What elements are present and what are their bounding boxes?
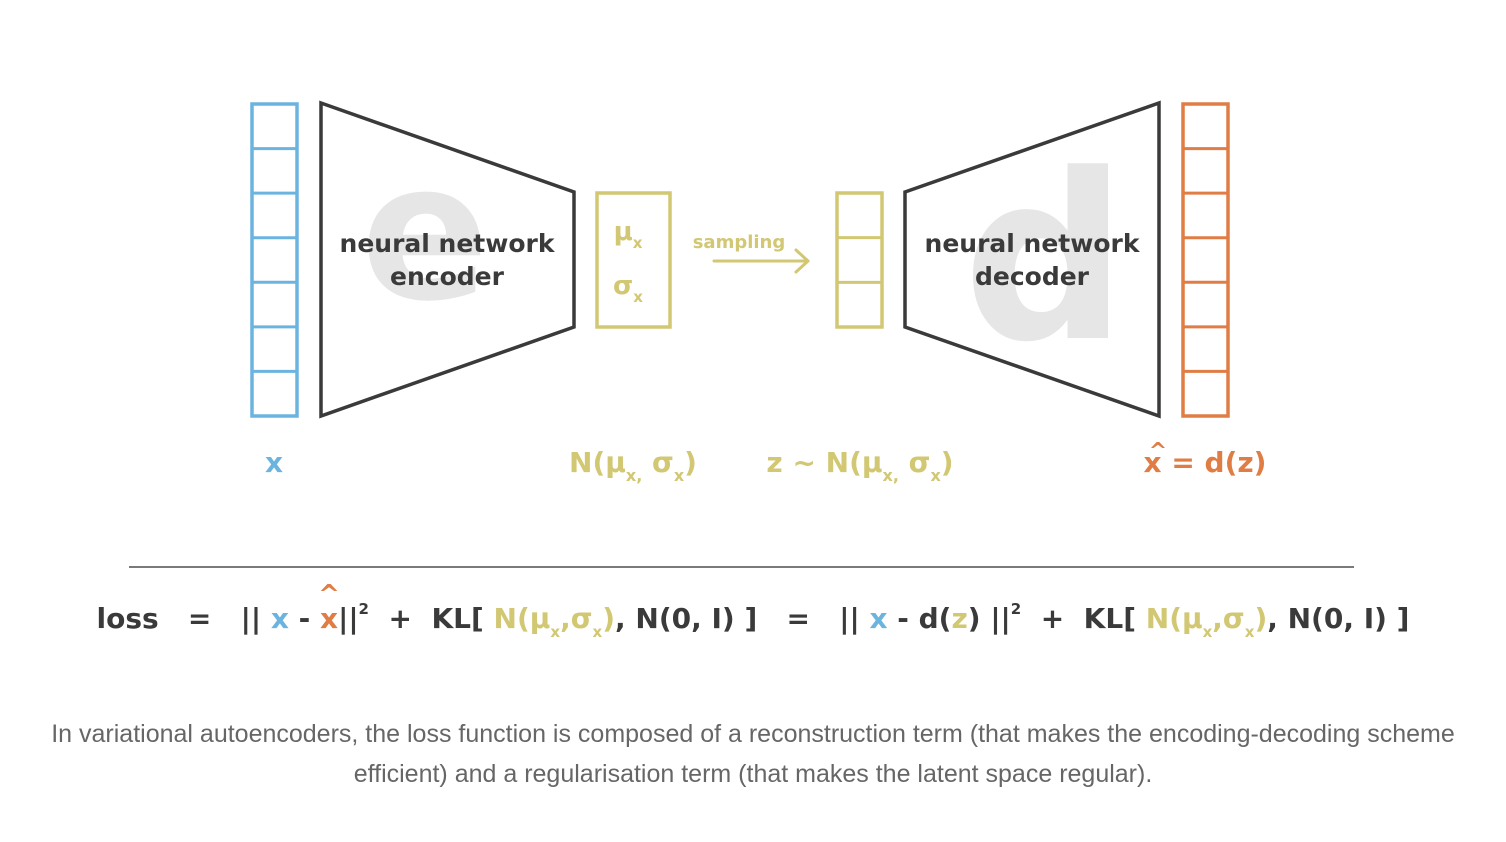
sample-label: z ~ N(μx, σx) bbox=[766, 446, 953, 485]
encoder-label-line2: encoder bbox=[390, 262, 505, 291]
formula-x-hat: x bbox=[320, 602, 338, 635]
loss-formula: loss = || x - x||2 + KL[ N(μx,σx), N(0, … bbox=[0, 600, 1506, 641]
decoder-trapezoid bbox=[903, 100, 1161, 419]
distribution-label: N(μx, σx) bbox=[569, 446, 697, 485]
sigma-symbol: σx bbox=[613, 271, 643, 306]
formula-d-close: ) bbox=[967, 602, 981, 635]
latent-params-box bbox=[595, 191, 672, 329]
formula-n-term-2: N(μx,σx) bbox=[1145, 602, 1268, 641]
formula-plus: + bbox=[388, 602, 412, 635]
formula-norm-open: || bbox=[240, 602, 262, 635]
formula-squared-2: 2 bbox=[1010, 600, 1022, 618]
latent-vector bbox=[835, 191, 884, 329]
formula-equals: = bbox=[187, 602, 212, 635]
decoder-watermark-letter: d bbox=[963, 126, 1128, 393]
formula-x: x bbox=[270, 602, 289, 635]
formula-x-2: x bbox=[869, 602, 888, 635]
formula-loss: loss bbox=[96, 602, 159, 635]
sampling-label: sampling bbox=[693, 232, 786, 253]
vae-diagram: e neural network encoder μx σx sampling … bbox=[250, 100, 1267, 485]
formula-prior: , N(0, I) ] bbox=[615, 602, 758, 635]
decoder-label-line2: decoder bbox=[975, 262, 1090, 291]
formula-equals-2: = bbox=[786, 602, 810, 635]
formula-n-term: N(μx,σx) bbox=[493, 602, 616, 641]
output-hat-mark: ^ bbox=[1149, 439, 1167, 464]
encoder-watermark-letter: e bbox=[361, 122, 490, 343]
latent-vector-frame bbox=[835, 191, 884, 329]
decoder-label-line1: neural network bbox=[925, 229, 1141, 258]
output-vector-frame bbox=[1181, 102, 1230, 418]
formula-kl-open-2: KL[ bbox=[1083, 602, 1137, 635]
formula-kl-open: KL[ bbox=[431, 602, 484, 635]
formula-squared: 2 bbox=[358, 600, 369, 618]
divider-line bbox=[129, 566, 1354, 568]
output-label: x = d(z) bbox=[1144, 446, 1267, 479]
formula-plus-2: + bbox=[1040, 602, 1065, 635]
formula-minus: - bbox=[298, 602, 311, 635]
formula-z: z bbox=[951, 602, 968, 635]
input-vector bbox=[250, 102, 299, 418]
input-label: x bbox=[265, 446, 283, 479]
encoder-label-line1: neural network bbox=[340, 229, 556, 258]
formula-norm-close: || bbox=[338, 602, 359, 635]
encoder-trapezoid bbox=[319, 100, 576, 419]
mu-symbol: μx bbox=[614, 217, 643, 252]
input-vector-frame bbox=[250, 102, 299, 418]
formula-norm-open-2: || bbox=[839, 602, 860, 635]
formula-d-open: d( bbox=[918, 602, 952, 635]
formula-minus-2: - bbox=[897, 602, 909, 635]
formula-prior-2: , N(0, I) ] bbox=[1267, 602, 1410, 635]
figure-caption: In variational autoencoders, the loss fu… bbox=[51, 720, 1455, 788]
sampling-arrow bbox=[712, 248, 810, 274]
output-vector bbox=[1181, 102, 1230, 418]
formula-norm-close-2: || bbox=[990, 602, 1011, 635]
